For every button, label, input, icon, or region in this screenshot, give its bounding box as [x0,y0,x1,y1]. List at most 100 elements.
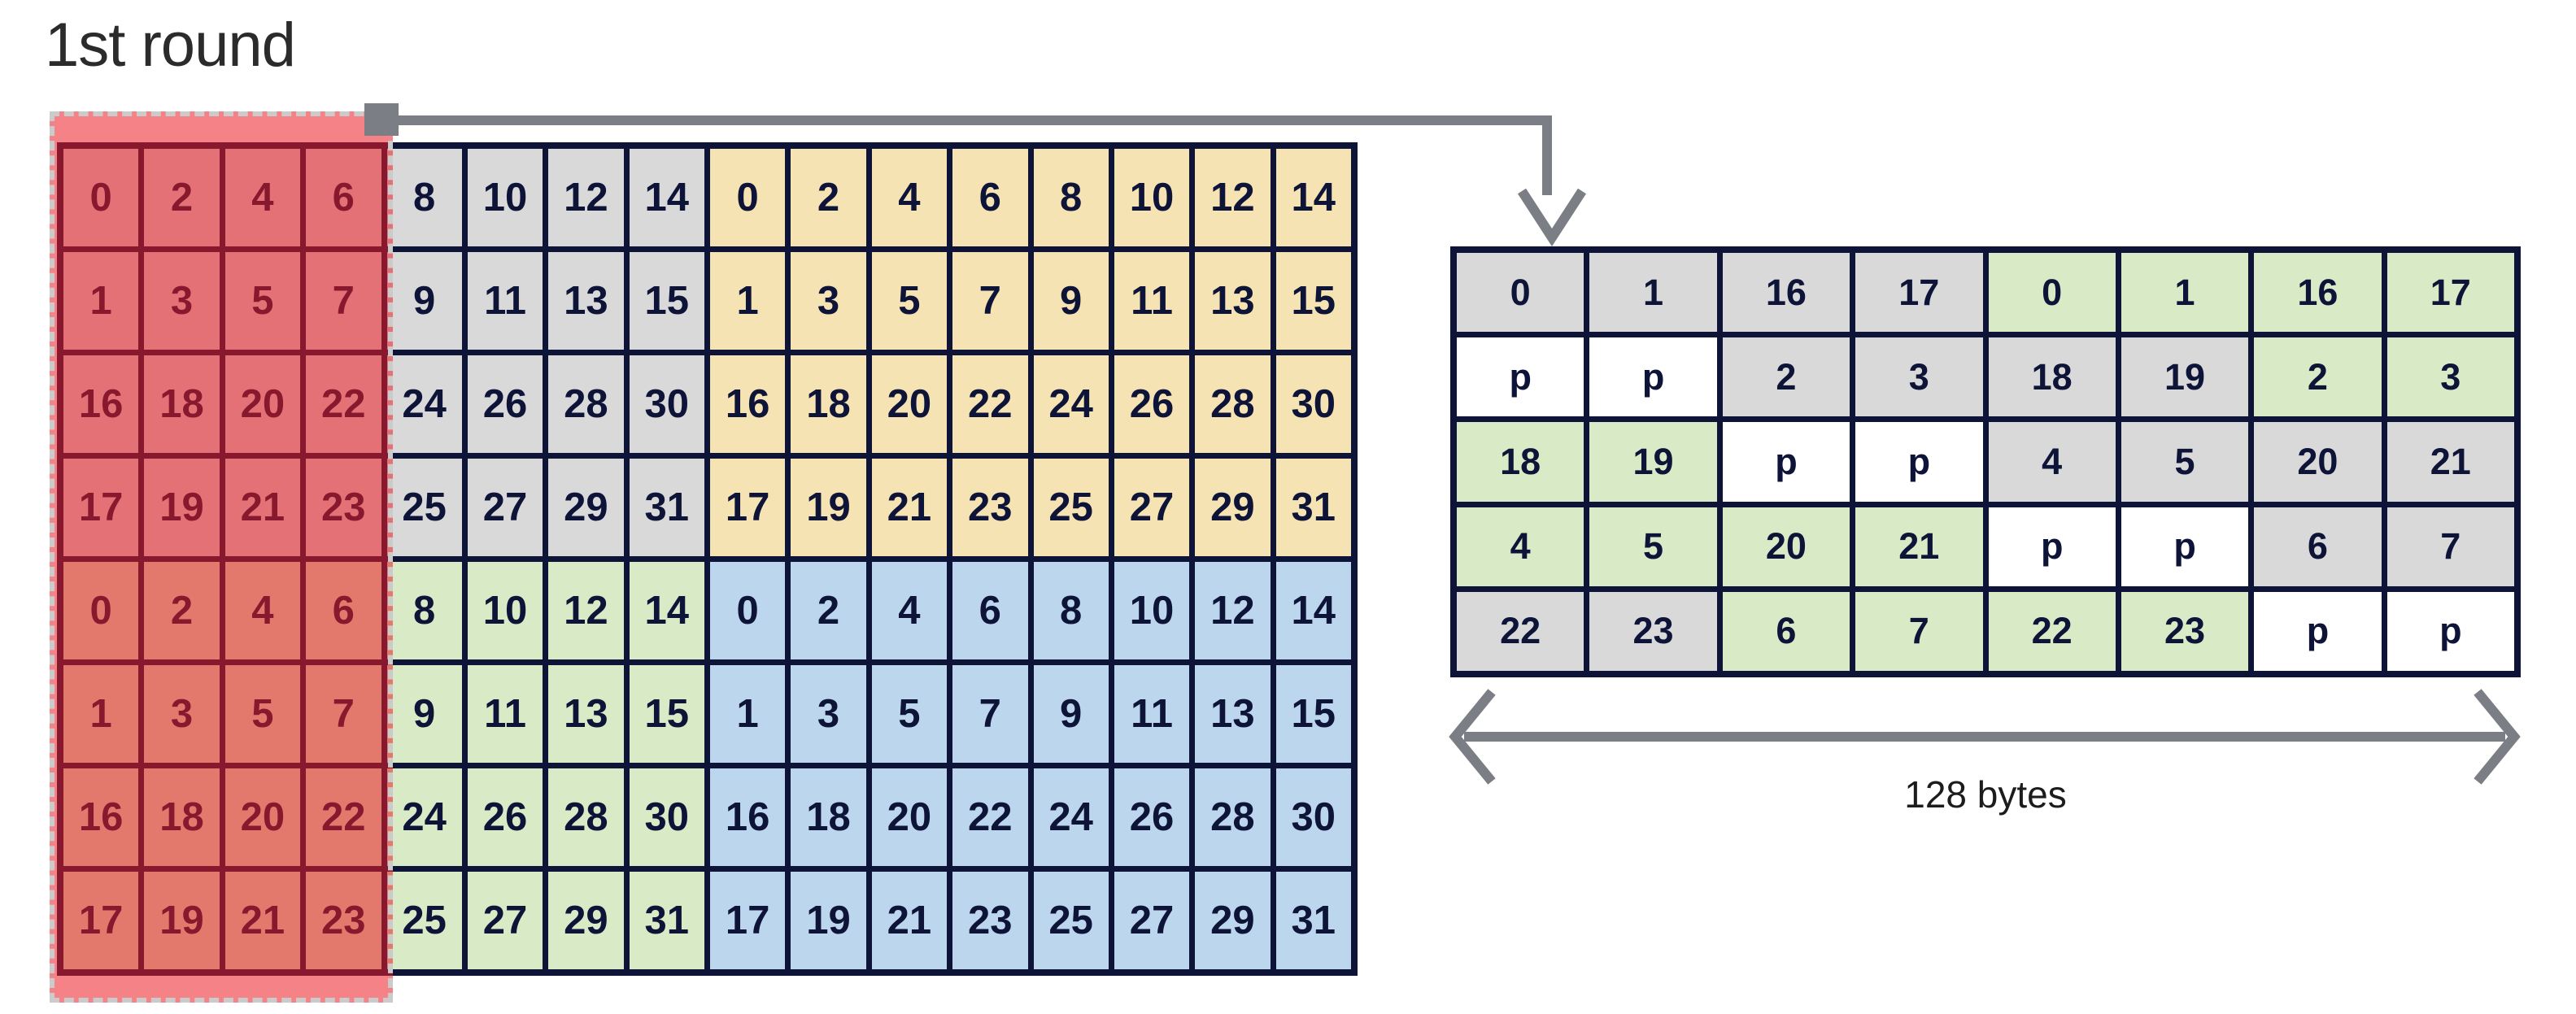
left-grid-cell: 27 [1114,459,1190,556]
right-grid-cell: 20 [1722,507,1850,586]
left-grid-cell: 24 [1033,355,1109,453]
right-grid-cell: 1 [2121,253,2249,333]
right-grid-cell: 22 [1457,591,1584,671]
left-grid-cell: 10 [1114,149,1190,246]
left-grid-cell: 9 [1033,665,1109,763]
left-grid-cell: 8 [386,149,462,246]
left-grid-cell: 9 [1033,252,1109,350]
right-grid-cell: p [1722,422,1850,502]
left-grid-cell: 28 [548,768,624,866]
right-grid-cell: 5 [2121,422,2249,502]
right-grid-cell: 23 [2121,591,2249,671]
left-grid-cell: 12 [548,562,624,659]
left-grid-cell: 1 [710,252,786,350]
left-grid-cell: 28 [1195,355,1271,453]
left-grid-cell: 12 [1195,149,1271,246]
left-grid-cell: 22 [952,355,1028,453]
left-grid-cell: 8 [1033,149,1109,246]
left-grid-cell: 7 [952,252,1028,350]
left-grid-cell: 20 [871,768,948,866]
left-grid-cell: 8 [1033,562,1109,659]
right-grid-cell: 3 [1855,337,1983,417]
left-grid-cell: 14 [629,149,704,246]
left-arrowhead-icon [1449,689,1496,785]
right-grid-cell: p [2254,591,2382,671]
left-grid-cell: 12 [548,149,624,246]
page-title: 1st round [45,11,296,80]
left-grid-cell: 26 [467,355,543,453]
right-grid-cell: 16 [1722,253,1850,333]
right-grid-cell: 7 [2386,507,2514,586]
left-grid-cell: 13 [548,665,624,763]
right-grid-cell: 5 [1589,507,1717,586]
left-grid-cell: 14 [1275,562,1351,659]
left-grid-cell: 23 [952,459,1028,556]
left-grid-cell: 25 [1033,872,1109,969]
left-grid-cell: 7 [952,665,1028,763]
right-grid-cell: 4 [1988,422,2116,502]
left-grid-cell: 17 [710,872,786,969]
right-grid-cell: 7 [1855,591,1983,671]
left-grid-cell: 30 [1275,355,1351,453]
bytes-label: 128 bytes [1904,773,2067,816]
right-grid-cell: 20 [2254,422,2382,502]
left-grid-cell: 31 [1275,872,1351,969]
right-grid-cell: 2 [1722,337,1850,417]
right-grid-cell: 17 [1855,253,1983,333]
selection-overlay [50,111,393,1003]
left-grid-cell: 2 [791,562,866,659]
left-grid-cell: 31 [629,872,704,969]
left-grid-cell: 24 [386,355,462,453]
left-grid-cell: 5 [871,252,948,350]
left-grid-cell: 16 [710,355,786,453]
left-grid-cell: 15 [1275,665,1351,763]
left-grid-cell: 8 [386,562,462,659]
right-grid-cell: 3 [2386,337,2514,417]
left-grid-cell: 15 [629,665,704,763]
left-grid-cell: 29 [548,872,624,969]
left-grid-cell: 16 [710,768,786,866]
right-grid-cell: 18 [1457,422,1584,502]
left-grid-cell: 4 [871,149,948,246]
left-grid-cell: 6 [952,149,1028,246]
right-grid-cell: 23 [1589,591,1717,671]
left-grid-cell: 9 [386,252,462,350]
left-grid-cell: 28 [1195,768,1271,866]
left-grid-cell: 20 [871,355,948,453]
right-grid-cell: 2 [2254,337,2382,417]
left-grid-cell: 19 [791,872,866,969]
right-grid-cell: 18 [1988,337,2116,417]
left-grid-cell: 21 [871,459,948,556]
left-grid-cell: 26 [1114,768,1190,866]
right-grid-cell: 16 [2254,253,2382,333]
right-grid-cell: 6 [2254,507,2382,586]
right-grid-cell: p [2121,507,2249,586]
left-grid-cell: 15 [629,252,704,350]
left-grid-cell: 1 [710,665,786,763]
left-grid-cell: 18 [791,355,866,453]
left-grid-cell: 11 [467,252,543,350]
left-grid-cell: 24 [1033,768,1109,866]
right-grid-cell: 1 [1589,253,1717,333]
left-grid-cell: 3 [791,252,866,350]
left-grid-cell: 26 [1114,355,1190,453]
left-grid-cell: 30 [1275,768,1351,866]
left-grid-cell: 0 [710,149,786,246]
left-grid-cell: 27 [1114,872,1190,969]
left-grid-cell: 10 [467,562,543,659]
right-grid-cell: 21 [2386,422,2514,502]
left-grid-cell: 19 [791,459,866,556]
right-grid-cell: p [1589,337,1717,417]
left-grid-cell: 25 [386,459,462,556]
left-grid-cell: 22 [952,768,1028,866]
right-grid-cell: 17 [2386,253,2514,333]
left-grid-cell: 6 [952,562,1028,659]
right-grid-cell: p [1855,422,1983,502]
left-grid-cell: 27 [467,872,543,969]
left-grid-cell: 17 [710,459,786,556]
left-grid-cell: 30 [629,355,704,453]
right-grid-cell: p [2386,591,2514,671]
left-grid-cell: 10 [467,149,543,246]
left-grid-cell: 21 [871,872,948,969]
